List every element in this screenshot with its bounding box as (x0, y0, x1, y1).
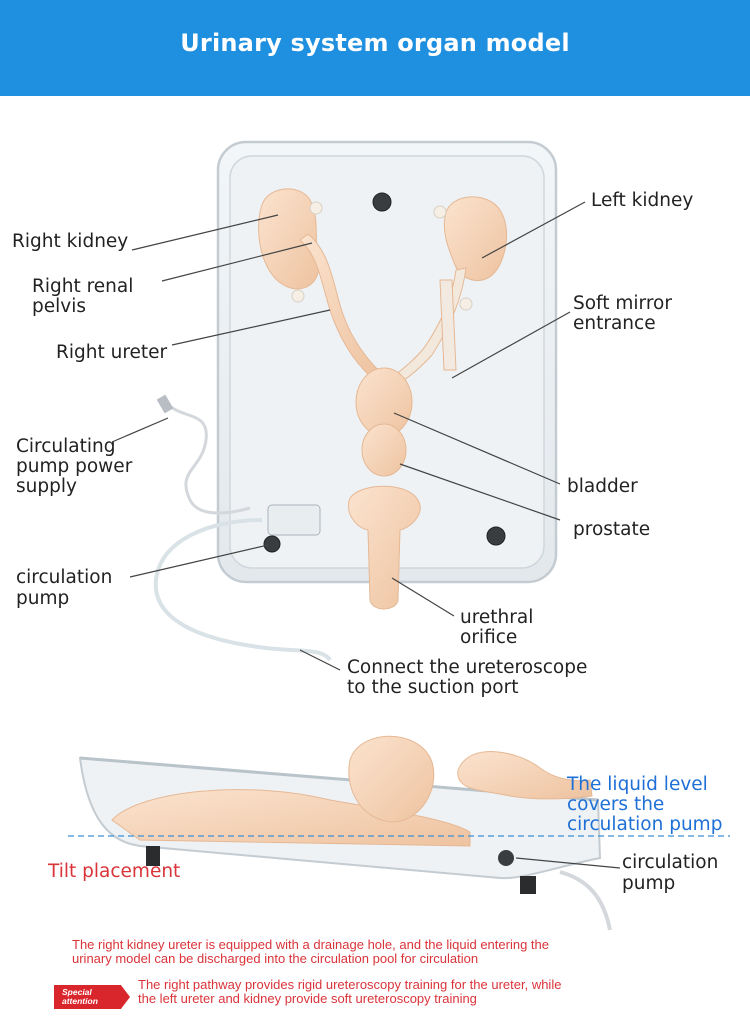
label-soft-mirror-line2: entrance (573, 313, 656, 334)
label-connect-line2: to the suction port (347, 677, 519, 698)
tray-fittings (263, 192, 506, 553)
label-liquid-level-line3: circulation pump (567, 814, 723, 835)
prostate-shape (361, 423, 407, 477)
label-side-circulation-pump-line2: pump (622, 873, 676, 894)
note-line2: urinary model can be discharged into the… (72, 951, 479, 966)
label-urethral-line2: orifice (460, 627, 518, 648)
page-title: Urinary system organ model (180, 29, 570, 57)
label-power-line3: supply (16, 476, 77, 497)
header-banner: Urinary system organ model (0, 0, 750, 96)
label-liquid-level-line2: covers the (567, 794, 665, 815)
label-urethral-line1: urethral (460, 607, 534, 628)
model-illustration (68, 140, 730, 931)
label-prostate: prostate (573, 519, 651, 540)
label-liquid-level-line1: The liquid level (567, 774, 708, 795)
label-right-ureter: Right ureter (56, 342, 168, 363)
note-line3: The right pathway provides rigid uretero… (138, 977, 562, 992)
label-left-kidney: Left kidney (591, 190, 694, 211)
label-bladder: bladder (567, 476, 638, 497)
label-soft-mirror-line1: Soft mirror (573, 293, 672, 314)
note-line1: The right kidney ureter is equipped with… (72, 937, 549, 952)
badge-line1: Special (62, 987, 92, 997)
leader-lines-top (111, 201, 586, 671)
badge-line2: attention (62, 996, 98, 1006)
label-tilt-placement: Tilt placement (48, 861, 181, 882)
cables (153, 394, 332, 662)
special-attention-badge: Special attention (54, 985, 130, 1009)
leader-line-side-pump (515, 857, 621, 869)
label-circulation-pump-line1: circulation (16, 567, 113, 588)
label-right-renal-pelvis-line1: Right renal (32, 276, 134, 297)
organs-top-view (258, 188, 507, 610)
urethra-shape (348, 485, 421, 610)
label-right-renal-pelvis-line2: pelvis (32, 296, 86, 317)
label-side-circulation-pump-line1: circulation (622, 852, 719, 873)
label-right-kidney: Right kidney (12, 231, 129, 252)
left-mirror-tube (439, 279, 457, 371)
left-kidney-shape (443, 196, 507, 282)
note-line4: the left ureter and kidney provide soft … (138, 991, 477, 1006)
label-circulation-pump-line2: pump (16, 588, 70, 609)
label-power-line2: pump power (16, 456, 133, 477)
label-power-line1: Circulating (16, 436, 116, 457)
label-connect-line1: Connect the ureteroscope (347, 657, 588, 678)
tray-side-view (78, 735, 612, 931)
